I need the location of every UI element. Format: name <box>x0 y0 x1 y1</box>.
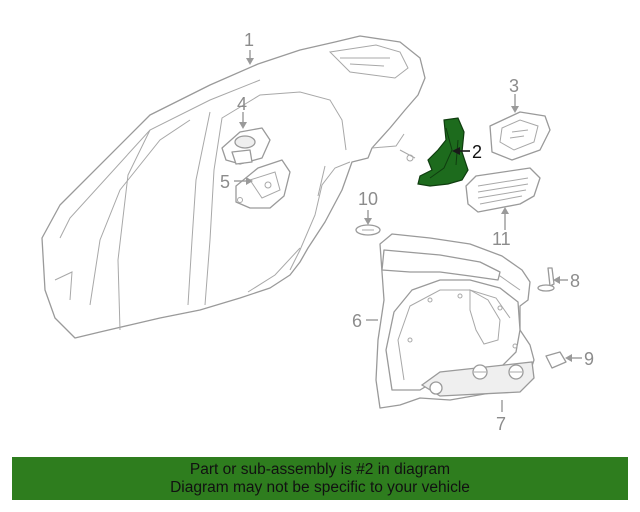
svg-text:1: 1 <box>244 30 254 50</box>
callout-10: 10 <box>358 189 378 225</box>
callout-3: 3 <box>509 76 519 113</box>
callout-5: 5 <box>220 172 253 192</box>
svg-text:11: 11 <box>492 229 511 249</box>
svg-text:6: 6 <box>352 311 362 331</box>
svg-text:5: 5 <box>220 172 230 192</box>
highlighted-part-2 <box>417 117 469 187</box>
fasteners-part-7 <box>420 361 535 397</box>
quarter-panel-part <box>41 35 426 339</box>
parts-diagram: 1 2 3 4 5 6 7 8 9 10 <box>41 30 594 434</box>
callout-7: 7 <box>496 400 506 434</box>
callout-6: 6 <box>352 311 378 331</box>
callout-1: 1 <box>244 30 254 65</box>
info-banner: Part or sub-assembly is #2 in diagram Di… <box>12 457 628 500</box>
callout-2: 2 <box>452 142 482 162</box>
callout-9: 9 <box>565 349 594 369</box>
callout-4: 4 <box>237 94 247 129</box>
banner-line-disclaimer: Diagram may not be specific to your vehi… <box>170 479 470 496</box>
bracket-part-4 <box>221 127 271 165</box>
svg-text:9: 9 <box>584 349 594 369</box>
stud-part-8 <box>537 267 555 292</box>
svg-text:2: 2 <box>472 142 482 162</box>
svg-text:3: 3 <box>509 76 519 96</box>
svg-text:4: 4 <box>237 94 247 114</box>
svg-text:7: 7 <box>496 414 506 434</box>
vent-grille-part-11 <box>465 167 541 213</box>
banner-line-part-number: Part or sub-assembly is #2 in diagram <box>189 461 451 478</box>
wheelhouse-liner-part-6 <box>375 233 535 409</box>
svg-text:10: 10 <box>358 189 378 209</box>
callout-11: 11 <box>492 207 511 249</box>
clip-part-10 <box>355 224 381 236</box>
svg-text:8: 8 <box>570 271 580 291</box>
fuel-door-part-3 <box>489 111 551 161</box>
callout-8: 8 <box>553 271 580 291</box>
nut-clip-part-9 <box>545 351 567 369</box>
hinge-bracket-part-5 <box>235 159 291 209</box>
